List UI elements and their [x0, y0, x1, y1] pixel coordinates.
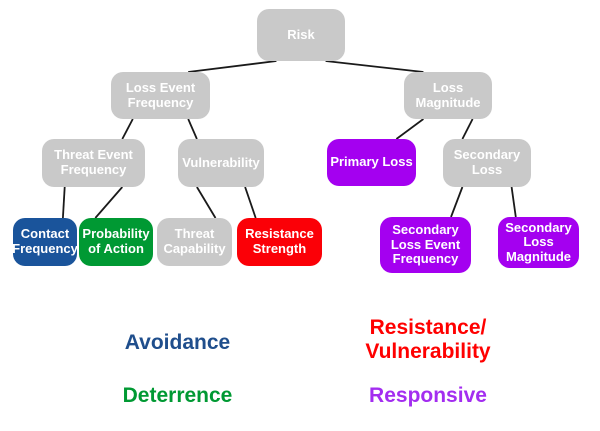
edge-risk-lm: [325, 60, 424, 73]
edge-sl-slef: [450, 186, 464, 218]
edge-risk-lef: [188, 60, 277, 73]
node-risk: Risk: [257, 9, 345, 61]
node-lm: Loss Magnitude: [404, 72, 492, 119]
edge-tef-cf: [62, 186, 66, 219]
edge-sl-slm: [510, 186, 517, 218]
node-cf: Contact Frequency: [12, 218, 78, 266]
node-rs: Resistance Strength: [237, 218, 322, 266]
node-vul: Vulnerability: [178, 139, 264, 187]
node-slm: Secondary Loss Magnitude: [498, 217, 579, 268]
legend-resistance-vulnerability: Resistance/ Vulnerability: [365, 316, 491, 363]
node-poa: Probability of Action: [79, 218, 153, 266]
edge-lm-sl: [461, 118, 474, 140]
edge-lef-vul: [187, 118, 198, 140]
legend-responsive: Responsive: [369, 384, 487, 407]
edge-lm-pl: [395, 118, 424, 140]
edge-lef-tef: [121, 118, 134, 140]
node-pl: Primary Loss: [327, 139, 416, 186]
edge-tef-poa: [94, 186, 123, 219]
node-tc: Threat Capability: [157, 218, 232, 266]
legend-avoidance: Avoidance: [124, 331, 231, 354]
edge-vul-tc: [196, 186, 217, 219]
node-sl: Secondary Loss: [443, 139, 531, 187]
node-tef: Threat Event Frequency: [42, 139, 145, 187]
edge-vul-rs: [244, 186, 257, 219]
legend-deterrence: Deterrence: [122, 384, 233, 407]
node-lef: Loss Event Frequency: [111, 72, 210, 119]
node-slef: Secondary Loss Event Frequency: [380, 217, 471, 273]
